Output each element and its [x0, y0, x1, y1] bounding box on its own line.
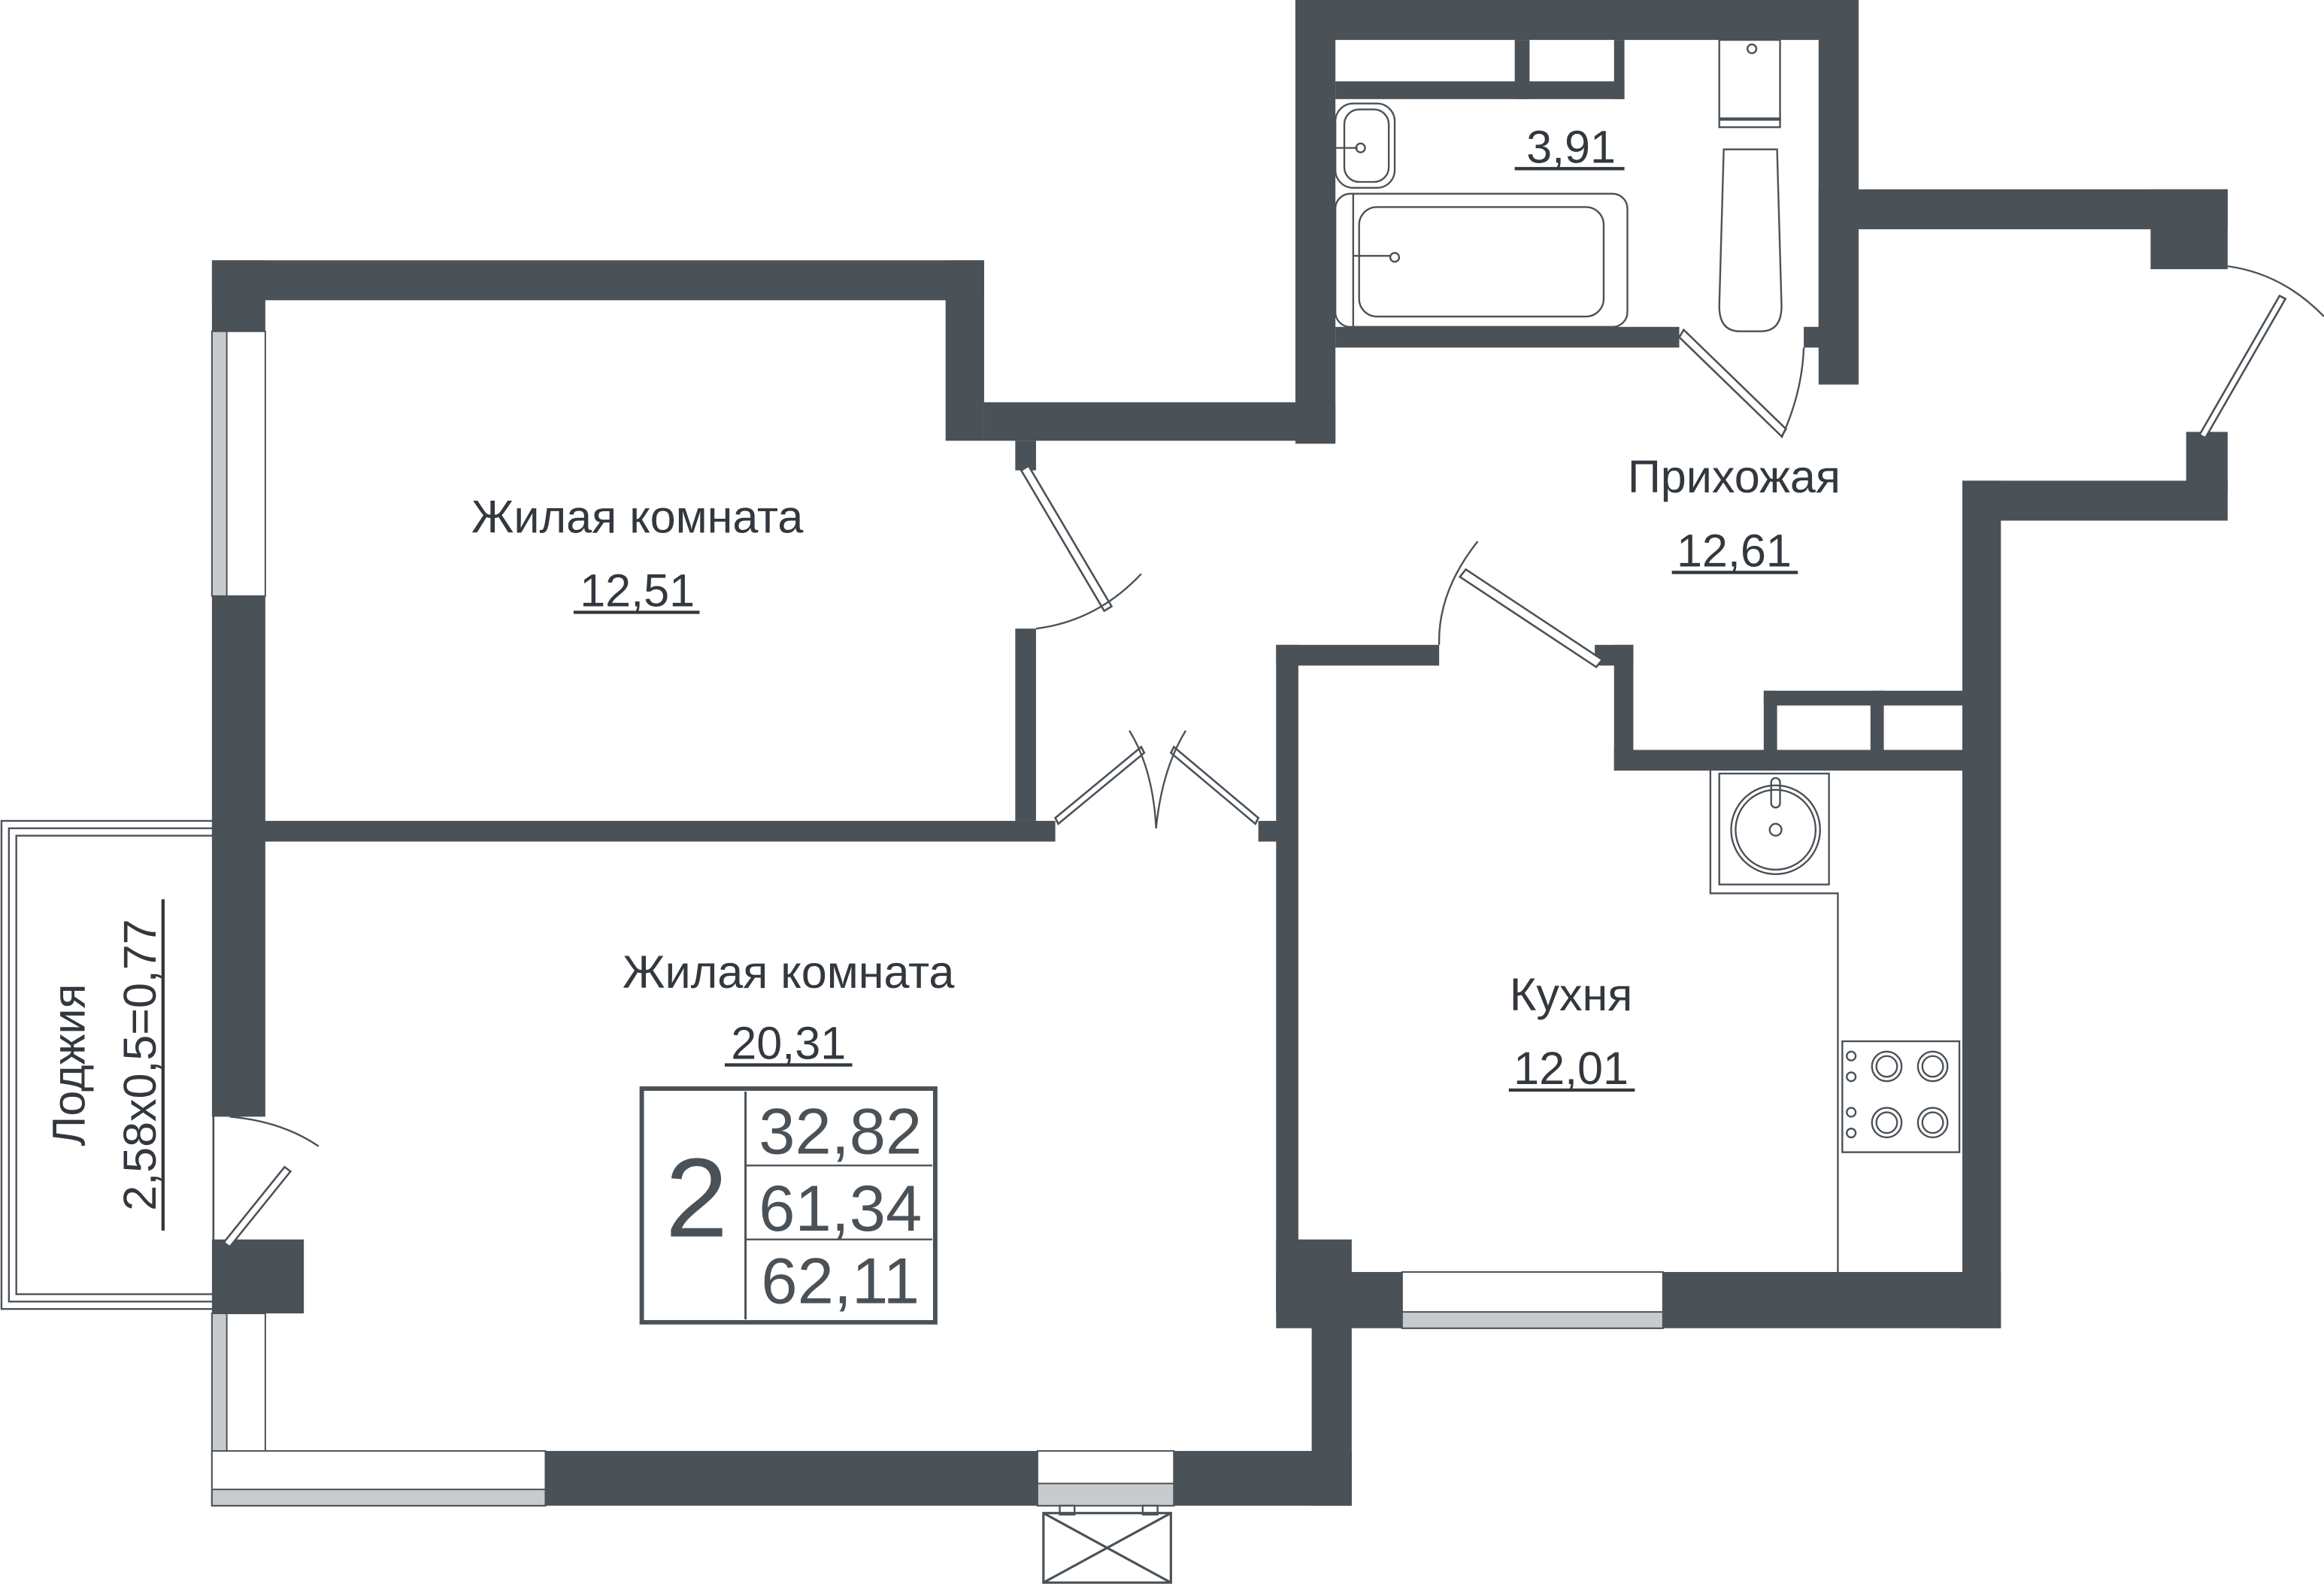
wall: [211, 1239, 305, 1314]
kitchen-sink-icon: [1709, 771, 1839, 1272]
wall: [1276, 644, 1298, 1311]
loggia: [0, 819, 215, 1310]
wall: [1295, 0, 1336, 444]
room-living: Жилая комната 20,31: [623, 946, 954, 1068]
window-glass: [211, 330, 228, 597]
wall: [1613, 40, 1625, 99]
door-bathroom: [1677, 328, 1805, 438]
toilet-icon: [1718, 38, 1783, 332]
room-name: Прихожая: [1628, 451, 1841, 502]
washbasin-icon: [1334, 102, 1396, 189]
wall: [1962, 480, 2228, 521]
room-bathroom: 3,91: [1514, 121, 1625, 172]
wall: [1763, 690, 1777, 771]
wall: [945, 260, 984, 441]
stove-icon: [1841, 1040, 1961, 1153]
wall: [211, 260, 265, 332]
window-glass: [1036, 1482, 1175, 1507]
wall: [1015, 628, 1036, 821]
wall: [1818, 189, 1843, 347]
room-area: 2,58х0,5=0,77: [114, 919, 165, 1210]
wall: [1662, 1272, 2001, 1328]
windows: [211, 330, 1664, 1507]
door-entrance: [2198, 265, 2324, 440]
total-area-with-loggia: 62,11: [761, 1245, 920, 1317]
wall: [1335, 326, 1680, 348]
room-kitchen: Кухня 12,01: [1508, 969, 1635, 1094]
rooms-count: 2: [665, 1135, 728, 1261]
wall: [1258, 820, 1280, 842]
ac-unit-icon: [1042, 1504, 1172, 1584]
wall: [1335, 81, 1625, 99]
total-area: 61,34: [759, 1173, 922, 1245]
apartment-summary: 2 32,82 61,34 62,11: [639, 1086, 938, 1325]
room-area: 20,31: [731, 1018, 846, 1069]
door-kitchen: [1438, 541, 1604, 669]
wall: [1613, 750, 1963, 771]
room-hallway: Прихожая 12,61: [1628, 451, 1841, 576]
wall: [1804, 326, 1841, 348]
door-living-double: [1053, 730, 1260, 828]
bathtub-icon: [1334, 192, 1629, 328]
wall: [1276, 644, 1440, 666]
wall: [211, 820, 1056, 842]
window-glass: [211, 1489, 547, 1507]
wall: [1514, 40, 1530, 99]
wall: [1295, 0, 1859, 41]
wall: [211, 595, 265, 1117]
wall: [1763, 690, 1963, 706]
room-area: 12,01: [1513, 1043, 1629, 1094]
walls: [211, 0, 2228, 1506]
room-area: 12,51: [580, 565, 695, 616]
wall: [1870, 690, 1884, 771]
wall: [211, 260, 984, 301]
room-name: Лоджия: [43, 984, 94, 1146]
wall: [2150, 189, 2228, 270]
room-loggia: Лоджия 2,58х0,5=0,77: [43, 899, 165, 1231]
living-area: 32,82: [759, 1096, 922, 1168]
wall: [1015, 441, 1036, 471]
wall: [983, 402, 1336, 441]
doors: [222, 265, 2324, 1249]
wall: [1174, 1451, 1352, 1506]
room-bedroom-small: Жилая комната 12,51: [471, 491, 803, 616]
wall: [545, 1451, 1038, 1506]
door-loggia: [222, 1116, 320, 1249]
wall: [1613, 644, 1634, 771]
window-glass: [1401, 1311, 1664, 1329]
room-name: Жилая комната: [471, 491, 803, 542]
room-name: Жилая комната: [623, 946, 954, 998]
room-name: Кухня: [1510, 969, 1633, 1020]
room-area: 12,61: [1677, 525, 1792, 577]
room-area: 3,91: [1526, 121, 1616, 172]
door-bedroom: [1020, 464, 1142, 630]
wall: [1962, 480, 2001, 1328]
